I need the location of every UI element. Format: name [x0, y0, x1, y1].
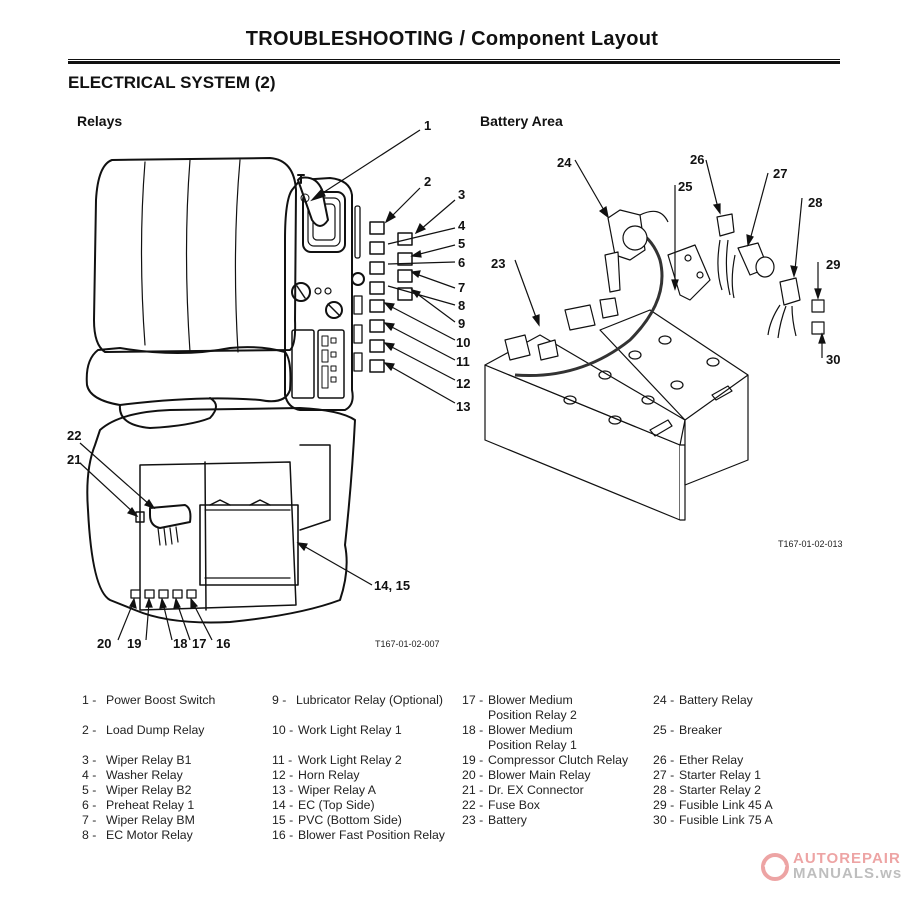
callout-2: 2: [424, 174, 432, 189]
blower-relay-blocks: [130, 589, 197, 599]
callout-6: 6: [458, 255, 466, 270]
legend-item: 22 -Fuse Box: [462, 798, 540, 812]
callout-25: 25: [678, 179, 693, 194]
legend-item: 24 -Battery Relay: [653, 693, 753, 707]
page-title: TROUBLESHOOTING / Component Layout: [245, 28, 659, 50]
legend-item: 5 -Wiper Relay B2: [82, 783, 192, 797]
legend-item: 29 -Fusible Link 45 A: [653, 798, 773, 812]
legend-item: 20 -Blower Main Relay: [462, 768, 591, 782]
callout-7: 7: [458, 280, 466, 295]
legend-item: 1 -Power Boost Switch: [82, 693, 216, 707]
legend-item: 12 -Horn Relay: [272, 768, 360, 782]
callout-30: 30: [826, 352, 841, 367]
legend-item: 13 -Wiper Relay A: [272, 783, 376, 797]
legend-item: 14 -EC (Top Side): [272, 798, 375, 812]
callout-17: 17: [192, 636, 207, 651]
callout-5: 5: [458, 236, 466, 251]
section-heading: ELECTRICAL SYSTEM (2): [68, 73, 276, 92]
legend-item: 18 -Blower Medium: [462, 723, 573, 737]
legend-item: 21 -Dr. EX Connector: [462, 783, 584, 797]
battery-figure-code: T167-01-02-013: [778, 539, 843, 549]
callout-22: 22: [67, 428, 82, 443]
legend-item: 28 -Starter Relay 2: [653, 783, 762, 797]
seat-cushion: [85, 346, 292, 406]
callout-20: 20: [97, 636, 112, 651]
callout-21: 21: [67, 452, 82, 467]
legend-item-cont: Position Relay 1: [488, 738, 577, 752]
callout-27: 27: [773, 166, 788, 181]
callout-4: 4: [458, 218, 466, 233]
legend-item: 15 -PVC (Bottom Side): [272, 813, 402, 827]
legend-item: 30 -Fusible Link 75 A: [653, 813, 773, 827]
legend-item: 27 -Starter Relay 1: [653, 768, 762, 782]
callout-26: 26: [690, 152, 705, 167]
callout-23: 23: [491, 256, 506, 271]
callout-13: 13: [456, 399, 471, 414]
battery-drawing: [484, 209, 825, 521]
seat-back: [93, 157, 297, 353]
callout-18: 18: [173, 636, 188, 651]
watermark-logo-icon: [761, 853, 789, 881]
legend-item: 3 -Wiper Relay B1: [82, 753, 192, 767]
callout-9: 9: [458, 316, 466, 331]
legend-item: 11 -Work Light Relay 2: [272, 753, 402, 767]
legend-item: 8 -EC Motor Relay: [82, 828, 193, 842]
callout-11: 11: [456, 354, 470, 369]
relays-figure-code: T167-01-02-007: [375, 639, 440, 649]
legend-item: 4 -Washer Relay: [82, 768, 183, 782]
legend-item-cont: Position Relay 2: [488, 708, 577, 722]
callout-19: 19: [127, 636, 142, 651]
callout-28: 28: [808, 195, 823, 210]
legend-item: 2 -Load Dump Relay: [82, 723, 205, 737]
legend-item: 17 -Blower Medium: [462, 693, 573, 707]
callout-16: 16: [216, 636, 231, 651]
watermark-line2: MANUALS.ws: [793, 865, 903, 882]
watermark: AUTOREPAIR MANUALS.ws: [760, 848, 903, 884]
legend-item: 23 -Battery: [462, 813, 527, 827]
battery-subtitle: Battery Area: [480, 113, 563, 129]
legend-item: 10 -Work Light Relay 1: [272, 723, 402, 737]
callout-14-15: 14, 15: [374, 578, 411, 593]
legend-item: 16 -Blower Fast Position Relay: [272, 828, 445, 842]
watermark-line1: AUTOREPAIR: [793, 850, 901, 867]
callout-29: 29: [826, 257, 841, 272]
lower-body: [86, 407, 356, 624]
legend-item: 7 -Wiper Relay BM: [82, 813, 195, 827]
relay-blocks: [369, 221, 413, 373]
legend-item: 6 -Preheat Relay 1: [82, 798, 195, 812]
legend-item: 9 -Lubricator Relay (Optional): [272, 693, 443, 707]
title-rule-thick: [68, 61, 840, 64]
console: [284, 177, 354, 411]
callout-24: 24: [557, 155, 572, 170]
callout-1: 1: [424, 118, 432, 133]
relays-subtitle: Relays: [77, 113, 123, 129]
legend-item: 26 -Ether Relay: [653, 753, 744, 767]
callout-10: 10: [456, 335, 471, 350]
title-rule-thin: [68, 59, 840, 60]
callout-12: 12: [456, 376, 471, 391]
legend-item: 19 -Compressor Clutch Relay: [462, 753, 629, 767]
legend-item: 25 -Breaker: [653, 723, 723, 737]
callout-3: 3: [458, 187, 466, 202]
callout-8: 8: [458, 298, 466, 313]
